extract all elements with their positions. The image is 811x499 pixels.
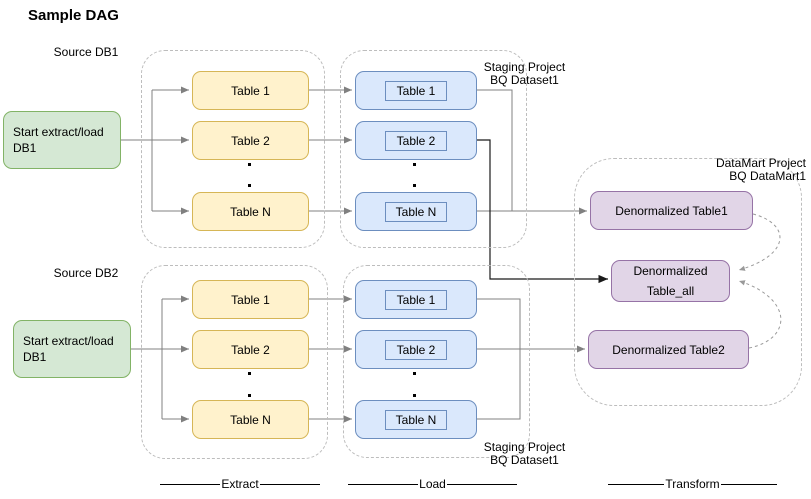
footer-rule	[348, 483, 419, 485]
extract2-tableN-label: Table N	[230, 412, 271, 427]
load2-table1-label: Table 1	[385, 289, 447, 310]
load2-merge-line	[477, 298, 521, 420]
denorm-table2-to-table-all-curve	[738, 280, 782, 349]
load2-table1-node: Table 1	[355, 280, 477, 319]
load-frame-db2	[343, 265, 530, 458]
extract-frame-db1	[141, 50, 325, 248]
ellipsis-dot	[413, 184, 416, 187]
start-node-db1-line2: DB1	[13, 141, 37, 155]
load1-table1-node: Table 1	[355, 71, 477, 110]
footer-rule	[259, 483, 320, 485]
extract2-tableN-node: Table N	[192, 400, 309, 439]
ellipsis-dot	[248, 184, 251, 187]
denormalized-table-all-node: Denormalized Table_all	[611, 260, 730, 302]
load1-table1-merge-line	[477, 89, 513, 211]
denormalized-table1-node: Denormalized Table1	[590, 191, 753, 230]
denormalized-table2-label: Denormalized Table2	[612, 342, 725, 357]
load1-table2-node: Table 2	[355, 121, 477, 160]
staging-label-top: Staging Project BQ Dataset1	[467, 61, 582, 87]
extract2-table1-label: Table 1	[231, 292, 270, 307]
load2-table2-label: Table 2	[385, 339, 447, 360]
load1-tableN-node: Table N	[355, 192, 477, 231]
start-node-db2: Start extract/load DB1	[13, 320, 131, 378]
footer-rule	[446, 483, 518, 485]
extract1-table2-node: Table 2	[192, 121, 309, 160]
extract-frame-db2	[141, 265, 328, 459]
load1-table1-label: Table 1	[385, 80, 447, 101]
footer-rule	[608, 483, 665, 485]
load1-table2-to-table-all-arrow	[477, 139, 608, 284]
load-frame-db1	[340, 50, 527, 248]
start-node-db1-line1: Start extract/load	[13, 125, 104, 139]
connectors-db1	[121, 86, 587, 215]
footer-extract-label: Extract	[221, 477, 259, 491]
footer-load: Load	[348, 477, 518, 491]
denormalized-table2-node: Denormalized Table2	[588, 330, 749, 369]
ellipsis-dot	[248, 394, 251, 397]
extract1-tableN-node: Table N	[192, 192, 309, 231]
ellipsis-dot	[413, 394, 416, 397]
start-node-db2-line2: DB1	[23, 350, 47, 364]
source-db2-label: Source DB2	[53, 266, 119, 280]
footer-transform: Transform	[608, 477, 778, 491]
connectors-db2	[131, 295, 585, 423]
source-db1-label: Source DB1	[53, 45, 119, 59]
denormalized-table-all-line1: Denormalized	[633, 264, 708, 278]
datamart-label-line2: BQ DataMart1	[729, 169, 806, 183]
diagram-title: Sample DAG	[28, 7, 119, 24]
extract1-table2-label: Table 2	[231, 133, 270, 148]
transform-dependency-curves	[738, 213, 782, 349]
load1-table2-label: Table 2	[385, 130, 447, 151]
load2-table2-node: Table 2	[355, 330, 477, 369]
extract1-tableN-label: Table N	[230, 204, 271, 219]
ellipsis-dot	[248, 163, 251, 166]
extract1-table1-node: Table 1	[192, 71, 309, 110]
datamart-label: DataMart Project BQ DataMart1	[640, 157, 806, 183]
extract1-table1-label: Table 1	[231, 83, 270, 98]
extract2-table1-node: Table 1	[192, 280, 309, 319]
footer-rule	[160, 483, 221, 485]
ellipsis-dot	[248, 372, 251, 375]
load2-tableN-node: Table N	[355, 400, 477, 439]
datamart-frame	[574, 158, 802, 406]
footer-load-label: Load	[419, 477, 446, 491]
staging-label-bottom: Staging Project BQ Dataset1	[467, 441, 582, 467]
start-node-db2-line1: Start extract/load	[23, 334, 114, 348]
staging-label-top-line1: Staging Project	[483, 60, 566, 74]
start1-branch-trunk	[121, 90, 153, 211]
start-node-db1: Start extract/load DB1	[3, 111, 121, 169]
footer-rule	[720, 483, 778, 485]
ellipsis-dot	[413, 372, 416, 375]
staging-label-bottom-line2: BQ Dataset1	[490, 453, 559, 467]
datamart-label-line1: DataMart Project	[715, 156, 806, 170]
extract2-table2-label: Table 2	[231, 342, 270, 357]
load1-tableN-label: Table N	[385, 201, 447, 222]
staging-label-bottom-line1: Staging Project	[483, 440, 566, 454]
denormalized-table-all-line2: Table_all	[646, 284, 695, 298]
ellipsis-dot	[413, 163, 416, 166]
footer-transform-label: Transform	[665, 477, 720, 491]
load2-tableN-label: Table N	[385, 409, 447, 430]
denormalized-table1-label: Denormalized Table1	[615, 203, 728, 218]
extract2-table2-node: Table 2	[192, 330, 309, 369]
staging-label-top-line2: BQ Dataset1	[490, 73, 559, 87]
start2-branch-trunk	[131, 299, 163, 419]
footer-extract: Extract	[160, 477, 320, 491]
